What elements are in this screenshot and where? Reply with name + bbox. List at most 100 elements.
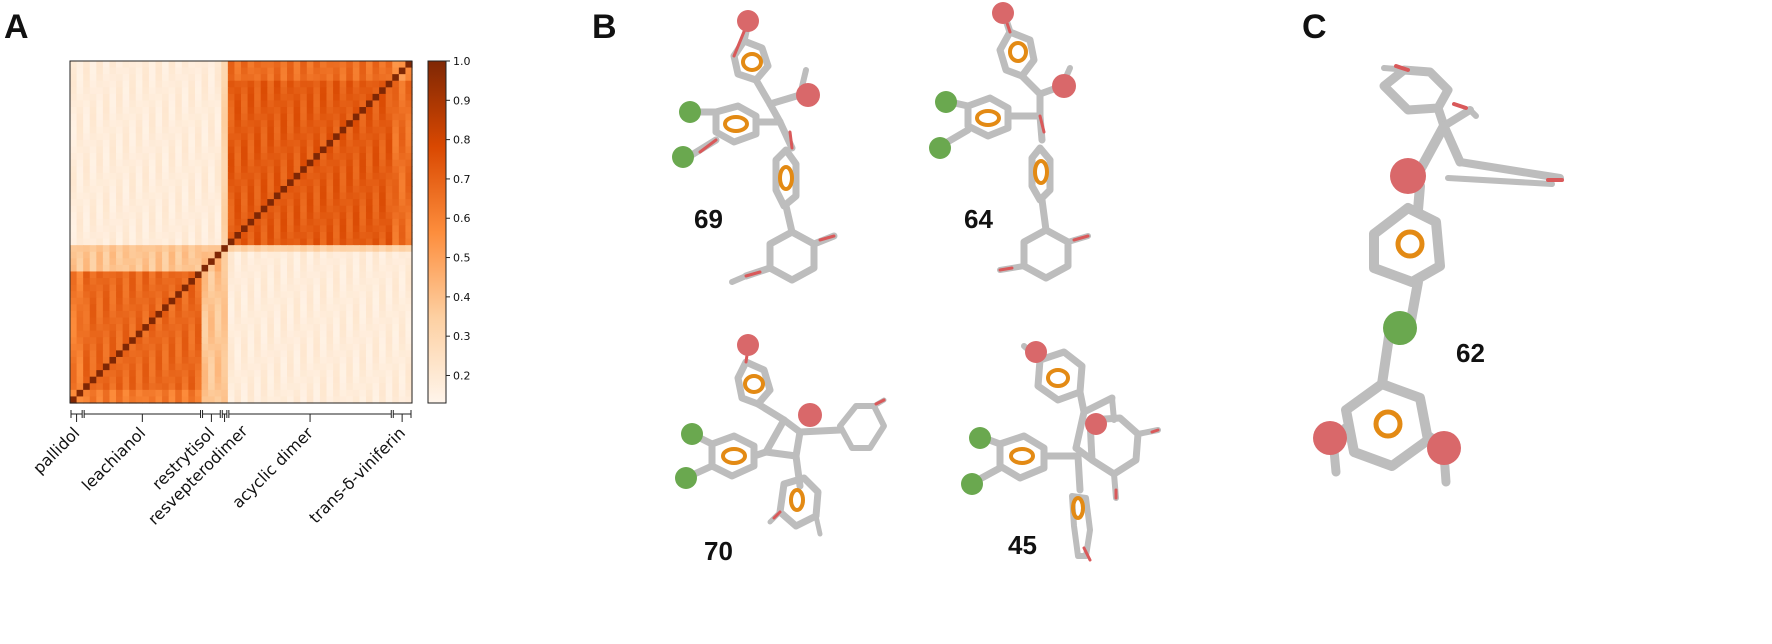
heatmap-cell bbox=[221, 199, 229, 207]
heatmap-cell bbox=[306, 383, 314, 391]
heatmap-cell bbox=[76, 205, 84, 213]
heatmap-cell bbox=[287, 74, 295, 82]
heatmap-cell bbox=[194, 166, 203, 174]
heatmap-cell bbox=[76, 383, 84, 391]
heatmap-cell bbox=[227, 218, 236, 227]
heatmap-cell bbox=[392, 205, 400, 213]
heatmap-cell bbox=[372, 330, 380, 338]
heatmap-cell bbox=[379, 100, 387, 108]
heatmap-cell bbox=[162, 271, 170, 279]
heatmap-cell bbox=[142, 363, 150, 371]
heatmap-cell bbox=[359, 100, 367, 108]
heatmap-cell bbox=[227, 370, 236, 378]
heatmap-cell bbox=[221, 264, 229, 273]
heatmap-cell bbox=[102, 205, 111, 213]
heatmap-cell bbox=[300, 205, 308, 213]
heatmap-cell bbox=[313, 370, 321, 378]
heatmap-cell bbox=[273, 396, 282, 404]
heatmap-cell bbox=[254, 133, 262, 141]
heatmap-cell bbox=[273, 330, 282, 338]
heatmap-cell bbox=[333, 74, 341, 82]
heatmap-cell bbox=[372, 310, 380, 319]
heatmap-cell bbox=[379, 218, 387, 227]
heatmap-cell bbox=[142, 185, 150, 194]
heatmap-cell bbox=[194, 310, 203, 319]
heatmap-cell bbox=[260, 356, 268, 365]
heatmap-cell bbox=[379, 324, 387, 332]
heatmap-cell bbox=[352, 166, 360, 174]
heatmap-cell bbox=[116, 126, 124, 134]
heatmap-cell bbox=[273, 159, 282, 167]
heatmap-cell bbox=[319, 61, 328, 69]
heatmap-cell bbox=[214, 317, 222, 325]
heatmap-cell bbox=[76, 218, 84, 227]
heatmap-cell bbox=[188, 271, 196, 279]
heatmap-cell bbox=[102, 350, 111, 358]
heatmap-cell bbox=[260, 179, 268, 187]
panel-letter-a: A bbox=[4, 8, 29, 46]
heatmap-cell bbox=[280, 238, 288, 246]
molecule-69-structure bbox=[672, 10, 838, 285]
heatmap-cell bbox=[89, 192, 97, 200]
heatmap-cell bbox=[148, 389, 157, 398]
heatmap-cell bbox=[280, 93, 288, 102]
heatmap-cell bbox=[293, 133, 301, 141]
heatmap-cell bbox=[280, 271, 288, 279]
heatmap-cell bbox=[254, 383, 262, 391]
heatmap-cell bbox=[306, 133, 314, 141]
heatmap-cell bbox=[70, 251, 78, 259]
heatmap-cell bbox=[83, 139, 91, 148]
heatmap-cell bbox=[76, 126, 84, 134]
heatmap-cell bbox=[372, 185, 380, 194]
molecule-45-label: 45 bbox=[1008, 530, 1037, 560]
heatmap-cell bbox=[129, 225, 137, 233]
heatmap-cell bbox=[359, 146, 367, 154]
heatmap-cell bbox=[352, 80, 360, 88]
heatmap-cell bbox=[181, 291, 189, 299]
heatmap-cell bbox=[254, 284, 262, 292]
heatmap-cell bbox=[339, 370, 347, 378]
heatmap-cell bbox=[70, 389, 78, 398]
heatmap-cell bbox=[398, 179, 407, 187]
heatmap-cell bbox=[313, 389, 321, 398]
heatmap-cell bbox=[122, 284, 130, 292]
heatmap-cell bbox=[405, 113, 413, 121]
heatmap-cell bbox=[379, 310, 387, 319]
heatmap-cell bbox=[313, 100, 321, 108]
heatmap-cell bbox=[392, 245, 400, 253]
heatmap-cell bbox=[398, 126, 407, 134]
heatmap-cell bbox=[135, 225, 143, 233]
heatmap-cell bbox=[221, 304, 229, 312]
heatmap-cell bbox=[254, 310, 262, 319]
heatmap-cell bbox=[96, 232, 104, 240]
heatmap-cell bbox=[234, 93, 242, 102]
heatmap-cell bbox=[181, 225, 189, 233]
heatmap-cell bbox=[70, 172, 78, 180]
heatmap-cell bbox=[168, 264, 176, 273]
heatmap-cell bbox=[273, 363, 282, 371]
heatmap-cell bbox=[241, 139, 249, 148]
heatmap-cell bbox=[208, 251, 216, 259]
heatmap-cell bbox=[96, 337, 104, 345]
heatmap-cell bbox=[313, 113, 321, 121]
heatmap-cell bbox=[405, 126, 413, 134]
heatmap-cell bbox=[339, 350, 347, 358]
heatmap-cell bbox=[181, 284, 189, 292]
heatmap-cell bbox=[280, 199, 288, 207]
heatmap-cell bbox=[241, 291, 249, 299]
heatmap-cell bbox=[102, 317, 111, 325]
heatmap-cell bbox=[372, 172, 380, 180]
heatmap-cell bbox=[267, 159, 275, 167]
heatmap-cell bbox=[326, 389, 334, 398]
heatmap-cell bbox=[379, 113, 387, 121]
heatmap-cell bbox=[392, 126, 400, 134]
heatmap-cell bbox=[109, 126, 117, 134]
heatmap-cell bbox=[287, 93, 295, 102]
heatmap-cell bbox=[129, 218, 137, 227]
heatmap-cell bbox=[306, 225, 314, 233]
heatmap-cell bbox=[313, 166, 321, 174]
heatmap-cell bbox=[385, 212, 393, 220]
heatmap-cell bbox=[70, 297, 78, 305]
heatmap-cell bbox=[142, 126, 150, 134]
heatmap-cell bbox=[181, 192, 189, 200]
